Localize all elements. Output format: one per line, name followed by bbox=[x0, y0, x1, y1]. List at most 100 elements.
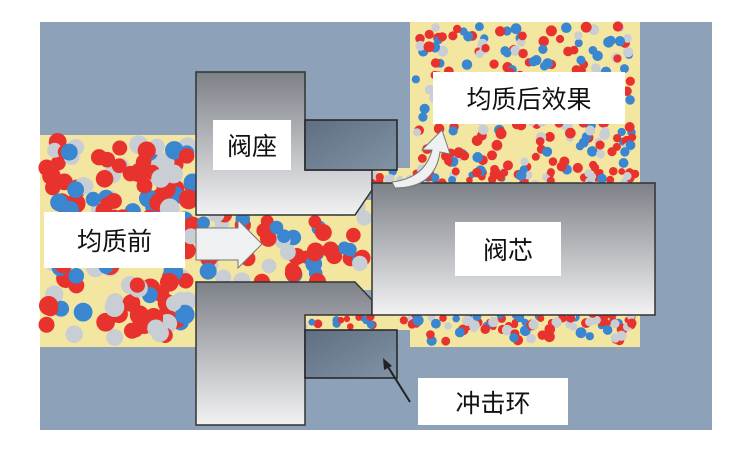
particle bbox=[104, 297, 125, 318]
particle bbox=[165, 295, 182, 312]
particle bbox=[510, 23, 522, 35]
particle bbox=[444, 156, 453, 166]
particle bbox=[474, 22, 484, 32]
particle bbox=[613, 54, 622, 63]
particle bbox=[617, 127, 626, 137]
particle bbox=[545, 25, 557, 37]
particle bbox=[431, 173, 440, 182]
particle bbox=[68, 267, 85, 284]
particle bbox=[415, 40, 426, 51]
particle bbox=[183, 228, 199, 245]
particle bbox=[528, 319, 539, 330]
label-valve-core: 阀芯 bbox=[455, 222, 561, 276]
particle bbox=[454, 327, 465, 338]
particle bbox=[500, 46, 510, 56]
particle bbox=[595, 140, 605, 150]
particle bbox=[526, 333, 537, 344]
particle bbox=[502, 160, 513, 171]
particle bbox=[95, 170, 114, 188]
particle bbox=[65, 325, 83, 344]
particle bbox=[612, 133, 622, 143]
particle bbox=[556, 161, 567, 172]
particle bbox=[487, 150, 498, 161]
particle bbox=[592, 50, 603, 62]
particle bbox=[564, 127, 576, 139]
particle bbox=[346, 323, 354, 330]
particle bbox=[159, 273, 179, 292]
particle bbox=[489, 59, 499, 69]
particle bbox=[576, 55, 586, 65]
particle bbox=[279, 244, 296, 261]
particle bbox=[622, 33, 632, 43]
particle bbox=[343, 315, 351, 323]
particle bbox=[452, 314, 460, 323]
particle bbox=[539, 61, 549, 71]
particle bbox=[437, 32, 447, 42]
particle bbox=[561, 22, 572, 34]
particle bbox=[538, 35, 549, 47]
particle bbox=[538, 44, 548, 54]
particle bbox=[628, 133, 637, 142]
particle bbox=[175, 304, 195, 325]
particle bbox=[518, 48, 528, 59]
particle bbox=[199, 262, 217, 280]
particle bbox=[620, 147, 630, 157]
particle bbox=[551, 317, 562, 328]
particle bbox=[322, 241, 339, 259]
particle bbox=[418, 112, 428, 122]
particle bbox=[624, 121, 635, 132]
particle bbox=[542, 146, 553, 157]
flow-arrow-out bbox=[391, 129, 451, 189]
label-valve-seat: 阀座 bbox=[213, 120, 291, 170]
particle bbox=[580, 21, 592, 33]
particle bbox=[431, 23, 440, 32]
particle bbox=[60, 143, 78, 161]
particle bbox=[535, 136, 545, 146]
particle bbox=[462, 315, 473, 326]
particle bbox=[85, 191, 101, 207]
particle bbox=[448, 175, 457, 184]
particle bbox=[472, 167, 482, 178]
particle bbox=[608, 166, 618, 176]
impact-ring-upper bbox=[304, 119, 398, 171]
particle bbox=[591, 63, 601, 73]
particle bbox=[411, 75, 420, 84]
particle bbox=[592, 315, 601, 325]
particle bbox=[426, 330, 435, 339]
label-after-homogenization: 均质后效果 bbox=[433, 72, 625, 124]
particle bbox=[500, 168, 509, 177]
particle bbox=[424, 29, 434, 40]
particle bbox=[459, 151, 470, 161]
particle bbox=[112, 140, 128, 156]
particle bbox=[42, 166, 61, 186]
particle bbox=[366, 320, 376, 329]
pointer-arrowhead bbox=[383, 358, 392, 370]
particle bbox=[197, 216, 210, 230]
particle bbox=[491, 139, 503, 151]
particle bbox=[178, 189, 199, 210]
particle bbox=[352, 255, 368, 272]
particle bbox=[494, 26, 506, 37]
particle bbox=[90, 149, 108, 166]
particle bbox=[314, 224, 332, 241]
particle bbox=[417, 154, 427, 163]
particle bbox=[463, 31, 474, 42]
particle bbox=[575, 141, 585, 151]
particle bbox=[453, 24, 462, 34]
particle bbox=[600, 126, 610, 136]
particle bbox=[337, 316, 345, 324]
particle bbox=[277, 229, 291, 243]
particle bbox=[489, 169, 500, 180]
particle bbox=[399, 316, 408, 325]
particle bbox=[346, 227, 361, 243]
particle bbox=[572, 162, 583, 173]
particle bbox=[566, 313, 576, 323]
particle bbox=[106, 329, 124, 346]
particle bbox=[531, 152, 540, 161]
particle bbox=[563, 46, 573, 57]
particle bbox=[469, 324, 478, 333]
particle bbox=[466, 176, 473, 184]
particle bbox=[478, 124, 489, 135]
particle bbox=[610, 319, 620, 329]
particle bbox=[135, 154, 152, 170]
